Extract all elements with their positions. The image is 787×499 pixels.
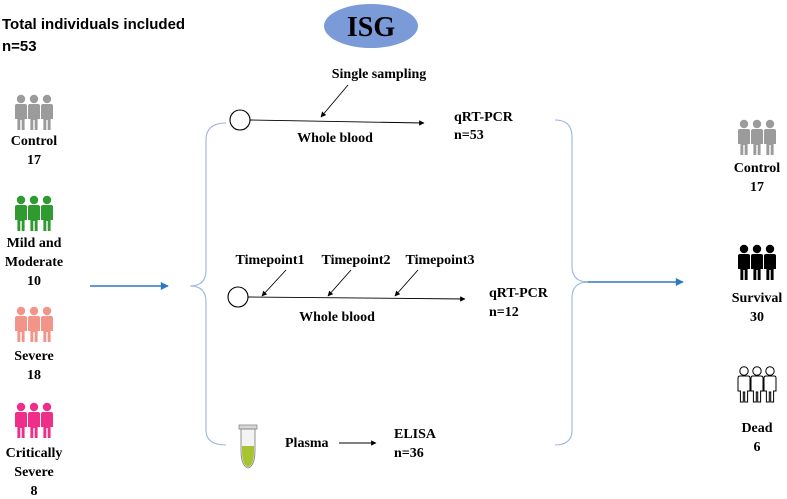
- people-icon: [15, 195, 53, 231]
- output-group-label: Survival: [732, 291, 783, 306]
- input-group-critically-severe: Critically Severe 8: [6, 402, 63, 499]
- assay-label: qRT-PCR: [454, 110, 514, 125]
- timepoint-2-label: Timepoint2: [322, 253, 391, 268]
- sample-type-label: Whole blood: [297, 131, 373, 146]
- people-icon: [15, 306, 53, 342]
- output-group-count: 17: [750, 180, 764, 195]
- input-group-label-line2: Severe: [14, 465, 53, 480]
- isg-badge-ellipse: [324, 4, 418, 48]
- input-group-label-line1: Mild and: [7, 236, 62, 251]
- plasma-label: Plasma: [285, 436, 329, 451]
- diagram-title: Total individuals included: [2, 16, 185, 33]
- input-group-count: 17: [27, 153, 41, 168]
- branch-single-sampling: Single sampling Whole blood qRT-PCR n=53: [229, 67, 514, 146]
- isg-badge-label: ISG: [347, 12, 395, 43]
- input-group-severe: Severe 18: [14, 306, 54, 383]
- assay-n: n=12: [489, 305, 519, 320]
- output-group-count: 6: [754, 440, 761, 455]
- input-group-control: Control 17: [11, 94, 58, 168]
- input-group-mild-moderate: Mild and Moderate 10: [5, 195, 63, 289]
- input-group-count: 18: [27, 368, 41, 383]
- timepoint-2-pointer: [327, 269, 352, 297]
- output-group-dead: Dead 6: [737, 366, 777, 455]
- test-tube-icon: [238, 424, 258, 469]
- branch-plasma: Plasma ELISA n=36: [238, 424, 437, 469]
- sample-timeline: [249, 119, 425, 126]
- output-group-label: Control: [734, 161, 781, 176]
- right-bracket: [554, 119, 589, 446]
- timepoint-3-pointer: [394, 269, 419, 297]
- input-group-label: Control: [11, 134, 58, 149]
- branch-timepoints: Timepoint1 Timepoint2 Timepoint3 Whole b…: [227, 253, 549, 325]
- left-bracket: [189, 122, 227, 446]
- assay-n: n=36: [394, 446, 424, 461]
- sample-timeline: [247, 296, 466, 302]
- isg-badge: ISG: [324, 4, 418, 48]
- single-sampling-label: Single sampling: [332, 67, 427, 82]
- total-count: n=53: [2, 38, 37, 55]
- sample-type-label: Whole blood: [299, 310, 375, 325]
- timepoint-1-pointer: [261, 269, 287, 297]
- input-group-count: 10: [27, 274, 41, 289]
- input-group-count: 8: [31, 484, 38, 499]
- input-group-label-line2: Moderate: [5, 255, 63, 270]
- input-group-label: Severe: [14, 349, 53, 364]
- assay-label: ELISA: [394, 427, 437, 442]
- people-icon: [738, 119, 776, 155]
- assay-n: n=53: [454, 128, 484, 143]
- input-group-label-line1: Critically: [6, 446, 63, 461]
- people-outline-icon: [737, 366, 777, 403]
- sample-start-circle: [227, 286, 249, 308]
- assay-label: qRT-PCR: [489, 286, 549, 301]
- people-icon: [738, 244, 776, 280]
- single-sampling-pointer: [320, 84, 349, 118]
- sample-start-circle: [229, 109, 251, 131]
- timepoint-1-label: Timepoint1: [236, 253, 305, 268]
- timepoint-3-label: Timepoint3: [406, 253, 475, 268]
- output-group-label: Dead: [741, 421, 772, 436]
- people-icon: [15, 94, 53, 130]
- output-group-count: 30: [750, 310, 764, 325]
- people-icon: [15, 402, 53, 438]
- output-group-survival: Survival 30: [732, 244, 783, 325]
- output-group-control: Control 17: [734, 119, 781, 195]
